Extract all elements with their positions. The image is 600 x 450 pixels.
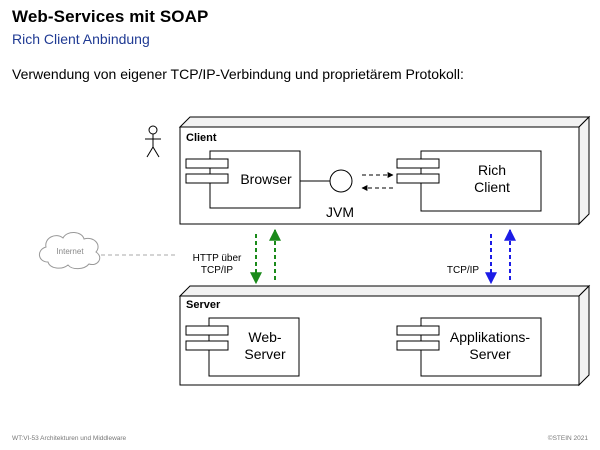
client-node-label: Client bbox=[186, 132, 217, 144]
http-label-line1: HTTP über bbox=[193, 253, 242, 264]
jvm-interface: JVM bbox=[300, 169, 354, 220]
http-label-line2: TCP/IP bbox=[201, 265, 234, 276]
server-node-label: Server bbox=[186, 299, 221, 311]
footer-course-ref: WT:VI-53 Architekturen und Middleware bbox=[12, 435, 127, 442]
internet-label: Internet bbox=[56, 247, 84, 256]
internet-cloud-icon: Internet bbox=[39, 232, 101, 270]
intro-text: Verwendung von eigener TCP/IP-Verbindung… bbox=[12, 66, 464, 82]
rich-client-component: Rich Client bbox=[396, 150, 542, 212]
rich-client-label-line2: Client bbox=[474, 179, 510, 195]
web-server-label-line2: Server bbox=[244, 346, 286, 362]
application-server-label-line1: Applikations- bbox=[450, 329, 530, 345]
rich-client-label-line1: Rich bbox=[478, 162, 506, 178]
jvm-label: JVM bbox=[326, 204, 354, 220]
actor-icon bbox=[145, 125, 161, 158]
tcp-label: TCP/IP bbox=[447, 265, 480, 276]
application-server-component: Applikations- Server bbox=[396, 317, 542, 377]
slide-title: Web-Services mit SOAP bbox=[12, 7, 209, 26]
browser-component: Browser bbox=[185, 150, 301, 209]
browser-label: Browser bbox=[240, 171, 292, 187]
web-server-label-line1: Web- bbox=[248, 329, 282, 345]
slide-subtitle: Rich Client Anbindung bbox=[12, 31, 150, 47]
web-server-component: Web- Server bbox=[185, 317, 300, 377]
application-server-label-line2: Server bbox=[469, 346, 511, 362]
footer-copyright: ©STEIN 2021 bbox=[547, 435, 588, 442]
